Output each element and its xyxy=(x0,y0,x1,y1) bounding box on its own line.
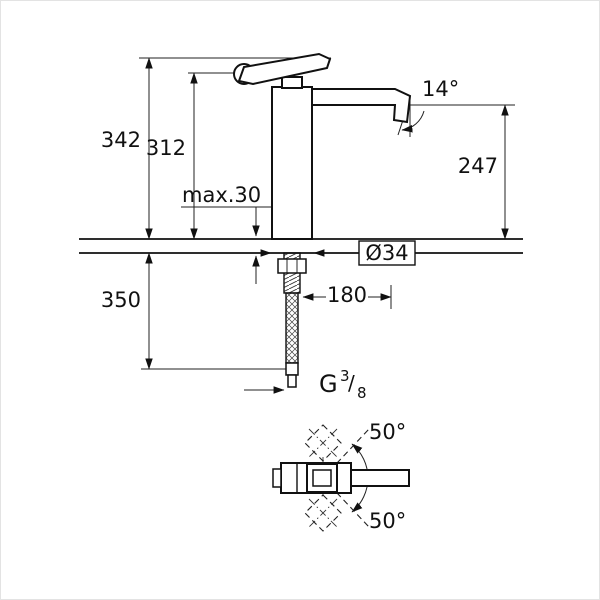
dimension-lines xyxy=(139,57,515,394)
faucet-top-view xyxy=(272,424,410,532)
dim-label-hole-diameter: Ø34 xyxy=(365,241,408,265)
mounting-deck xyxy=(79,238,523,254)
hose-nipple xyxy=(287,374,297,388)
diamond-upper-axis2 xyxy=(308,428,338,458)
flexible-hose xyxy=(285,292,299,364)
label-bg-180 xyxy=(326,282,368,306)
dia34-label-box xyxy=(358,240,416,266)
diamond-lower-axis2 xyxy=(308,498,338,528)
dim-label-upper-height: 312 xyxy=(146,136,186,160)
thread-slash: / xyxy=(348,371,355,395)
handle-rotated-upper xyxy=(304,424,342,462)
faucet-body xyxy=(271,86,313,240)
dim-label-spout-angle: 14° xyxy=(422,77,459,101)
thread-numerator: 3 xyxy=(340,367,350,385)
thread-denominator: 8 xyxy=(357,384,367,402)
top-view-spout-arm xyxy=(350,469,410,487)
thread-prefix: G xyxy=(319,370,338,398)
faucet-lever xyxy=(237,52,332,86)
top-view-handle-inner xyxy=(312,469,332,487)
mounting-nut xyxy=(277,258,307,274)
dim-label-below-deck: 350 xyxy=(101,288,141,312)
dim-label-swivel-upper: 50° xyxy=(369,420,406,444)
dim-label-total-height: 342 xyxy=(101,128,141,152)
top-view-left-cap xyxy=(272,468,282,488)
dim-label-max-deck: max.30 xyxy=(182,183,261,207)
lever-neck xyxy=(281,76,303,89)
handle-rotated-lower xyxy=(304,494,342,532)
dim-label-spout-height: 247 xyxy=(458,154,498,178)
dim-label-hose-offset: 180 xyxy=(327,283,367,307)
angle14-arc xyxy=(401,110,425,133)
dim-label-swivel-lower: 50° xyxy=(369,509,406,533)
faucet-side-view xyxy=(233,52,412,388)
hose-connector xyxy=(285,362,299,376)
dim-label-thread: G 3 / 8 xyxy=(319,366,367,402)
faucet-spout xyxy=(311,88,412,124)
